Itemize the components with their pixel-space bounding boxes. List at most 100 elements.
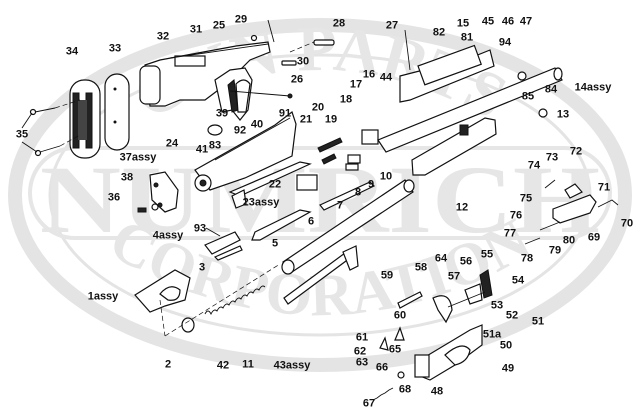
part-4assy-bolt bbox=[204, 227, 243, 261]
part-label-66: 66 bbox=[375, 361, 389, 374]
part-12-forend bbox=[411, 117, 497, 176]
part-23assy-slide bbox=[228, 161, 318, 209]
part-label-1assy: 1assy bbox=[87, 290, 119, 303]
part-label-94: 94 bbox=[498, 36, 512, 49]
part-2-cap bbox=[159, 263, 281, 337]
part-label-10: 10 bbox=[379, 170, 393, 183]
part-label-32: 32 bbox=[156, 30, 170, 43]
part-label-33: 33 bbox=[108, 42, 122, 55]
part-label-31: 31 bbox=[189, 23, 203, 36]
part-1assy-trigger-guard bbox=[134, 269, 191, 313]
part-label-72: 72 bbox=[569, 145, 583, 158]
part-8-9-10-small bbox=[317, 129, 379, 171]
part-label-67: 67 bbox=[362, 397, 376, 410]
part-label-75: 75 bbox=[519, 192, 533, 205]
part-label-5: 5 bbox=[271, 237, 279, 250]
part-label-13: 13 bbox=[556, 108, 570, 121]
part-label-19: 19 bbox=[324, 113, 338, 126]
part-label-14assy: 14assy bbox=[574, 81, 612, 94]
part-label-74: 74 bbox=[527, 159, 541, 172]
part-label-64: 64 bbox=[434, 252, 448, 265]
part-label-93: 93 bbox=[193, 222, 207, 235]
part-label-2: 2 bbox=[164, 358, 172, 371]
part-label-9: 9 bbox=[367, 178, 375, 191]
part-label-84: 84 bbox=[544, 83, 558, 96]
part-label-29: 29 bbox=[234, 13, 248, 26]
part-label-51: 51 bbox=[531, 315, 545, 328]
part-label-56: 56 bbox=[459, 255, 473, 268]
part-label-73: 73 bbox=[545, 151, 559, 164]
part-label-41: 41 bbox=[195, 143, 209, 156]
part-35-screws bbox=[21, 99, 81, 157]
part-label-48: 48 bbox=[430, 385, 444, 398]
part-37assy-block bbox=[137, 171, 179, 213]
part-31-stock bbox=[139, 41, 271, 107]
part-label-78: 78 bbox=[520, 252, 534, 265]
part-label-83: 83 bbox=[208, 139, 222, 152]
part-label-81: 81 bbox=[460, 31, 474, 44]
part-label-7: 7 bbox=[336, 199, 344, 212]
part-label-8: 8 bbox=[354, 186, 362, 199]
part-label-43assy: 43assy bbox=[273, 359, 311, 372]
part-43assy-action-bars bbox=[283, 245, 359, 305]
part-34-buttplate bbox=[69, 79, 101, 159]
part-11-magazine-tube bbox=[281, 179, 415, 275]
part-label-51a: 51a bbox=[482, 328, 502, 341]
part-label-70: 70 bbox=[620, 217, 634, 230]
part-label-26: 26 bbox=[290, 73, 304, 86]
part-label-62: 62 bbox=[353, 345, 367, 358]
part-41-bushing bbox=[207, 124, 223, 136]
part-label-27: 27 bbox=[385, 19, 399, 32]
part-label-23assy: 23assy bbox=[242, 196, 280, 209]
part-label-30: 30 bbox=[296, 55, 310, 68]
part-5-lever bbox=[251, 209, 312, 241]
part-label-6: 6 bbox=[307, 215, 315, 228]
part-label-77: 77 bbox=[503, 227, 517, 240]
part-label-21: 21 bbox=[299, 113, 313, 126]
part-label-68: 68 bbox=[398, 383, 412, 396]
part-label-37assy: 37assy bbox=[119, 151, 157, 164]
part-grip-assembly bbox=[214, 67, 253, 121]
part-label-34: 34 bbox=[65, 45, 79, 58]
part-label-65: 65 bbox=[388, 343, 402, 356]
part-42-spring bbox=[204, 285, 266, 316]
part-label-80: 80 bbox=[562, 234, 576, 247]
part-label-45: 45 bbox=[481, 15, 495, 28]
part-label-4assy: 4assy bbox=[152, 229, 184, 242]
part-14assy-barrel bbox=[377, 29, 563, 153]
part-label-36: 36 bbox=[107, 191, 121, 204]
part-label-28: 28 bbox=[332, 17, 346, 30]
part-label-55: 55 bbox=[480, 248, 494, 261]
part-label-20: 20 bbox=[311, 101, 325, 114]
part-label-76: 76 bbox=[509, 209, 523, 222]
part-label-16: 16 bbox=[362, 68, 376, 81]
part-label-17: 17 bbox=[349, 78, 363, 91]
part-label-25: 25 bbox=[212, 19, 226, 32]
part-label-40: 40 bbox=[250, 118, 264, 131]
part-label-35: 35 bbox=[15, 128, 29, 141]
part-label-53: 53 bbox=[490, 299, 504, 312]
part-label-24: 24 bbox=[165, 137, 179, 150]
part-24-receiver bbox=[194, 111, 297, 192]
part-label-47: 47 bbox=[519, 15, 533, 28]
part-label-57: 57 bbox=[447, 270, 461, 283]
part-label-69: 69 bbox=[587, 231, 601, 244]
part-label-60: 60 bbox=[393, 309, 407, 322]
part-label-92: 92 bbox=[233, 124, 247, 137]
part-label-12: 12 bbox=[455, 201, 469, 214]
part-label-49: 49 bbox=[501, 362, 515, 375]
part-right-trigger-assembly bbox=[524, 179, 619, 245]
part-label-79: 79 bbox=[548, 244, 562, 257]
part-48-trigger-housing bbox=[372, 269, 493, 401]
part-label-91: 91 bbox=[278, 107, 292, 120]
part-label-63: 63 bbox=[355, 356, 369, 369]
part-label-15: 15 bbox=[456, 17, 470, 30]
part-label-44: 44 bbox=[379, 71, 393, 84]
part-label-85: 85 bbox=[521, 90, 535, 103]
part-label-71: 71 bbox=[597, 181, 611, 194]
part-label-61: 61 bbox=[355, 331, 369, 344]
part-label-3: 3 bbox=[198, 261, 206, 274]
part-label-22: 22 bbox=[268, 178, 282, 191]
part-label-82: 82 bbox=[432, 26, 446, 39]
